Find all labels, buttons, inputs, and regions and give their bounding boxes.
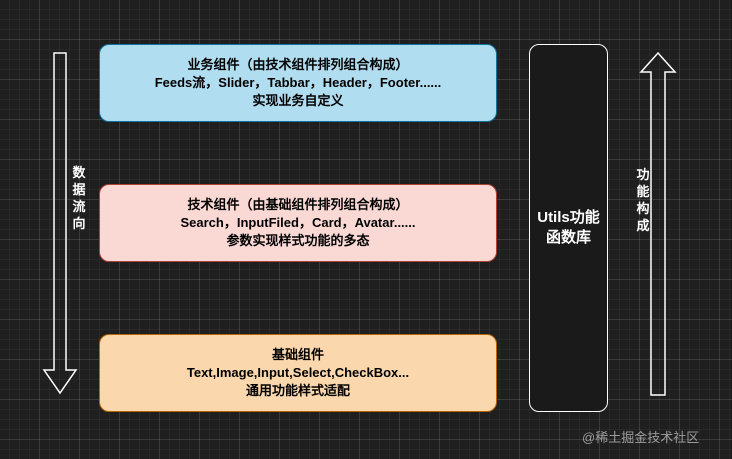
up-arrow-icon <box>639 51 677 396</box>
base-component-box: 基础组件 Text,Image,Input,Select,CheckBox...… <box>99 334 497 412</box>
business-component-title: 业务组件（由技术组件排列组合构成） <box>187 57 409 72</box>
watermark: @稀土掘金技术社区 <box>582 430 700 445</box>
utils-library-title: Utils功能 <box>537 209 600 226</box>
base-component-purpose: 通用功能样式适配 <box>245 383 350 398</box>
technical-component-examples: Search，InputFiled，Card，Avatar...... <box>180 215 416 230</box>
utils-library-subtitle: 函数库 <box>545 229 591 246</box>
business-component-box: 业务组件（由技术组件排列组合构成） Feeds流，Slider，Tabbar，H… <box>99 44 497 122</box>
base-component-examples: Text,Image,Input,Select,CheckBox... <box>186 365 410 380</box>
data-flow-label: 数据流向 <box>72 165 86 231</box>
base-component-title: 基础组件 <box>271 347 324 362</box>
down-arrow-icon <box>42 52 78 395</box>
business-component-purpose: 实现业务自定义 <box>252 93 344 108</box>
utils-library-box: Utils功能 函数库 <box>529 44 608 412</box>
technical-component-box: 技术组件（由基础组件排列组合构成） Search，InputFiled，Card… <box>99 184 497 262</box>
business-component-examples: Feeds流，Slider，Tabbar，Header，Footer...... <box>154 75 442 90</box>
technical-component-title: 技术组件（由基础组件排列组合构成） <box>187 197 409 212</box>
technical-component-purpose: 参数实现样式功能的多态 <box>226 233 370 248</box>
function-composition-label: 功能构成 <box>636 167 650 233</box>
